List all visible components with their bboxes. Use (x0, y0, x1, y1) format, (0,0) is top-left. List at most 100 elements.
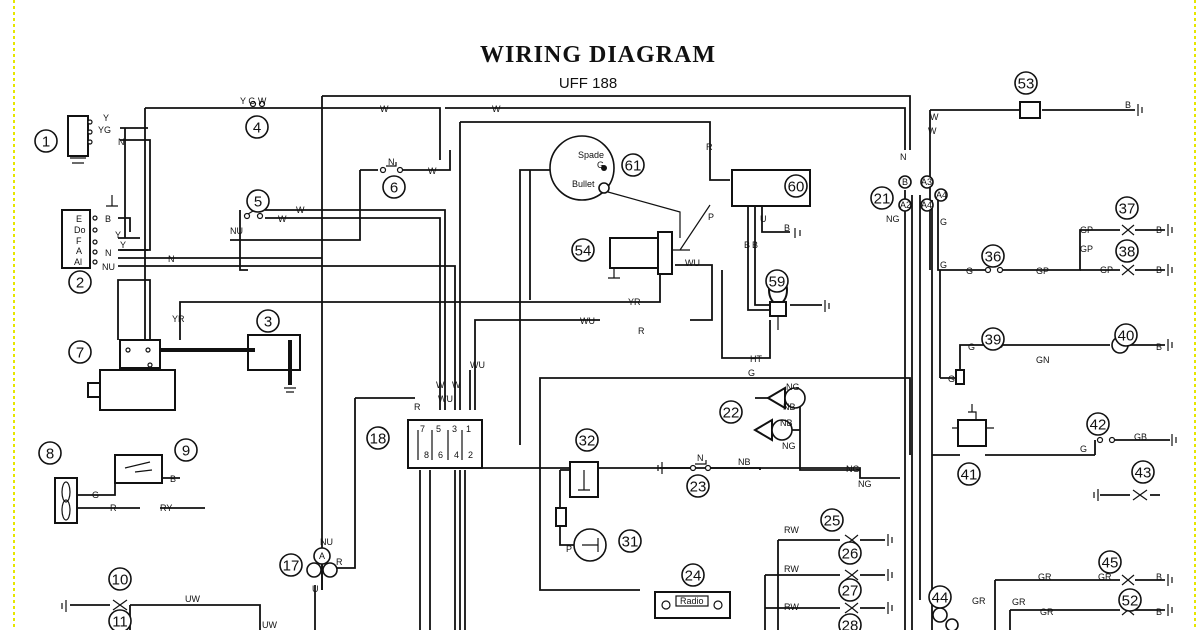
wire-label: B (1156, 572, 1162, 582)
wire-label: RW (784, 564, 799, 574)
wire-label: NU (102, 262, 115, 272)
component-number-52: 52 (1118, 588, 1142, 612)
component-number-label: 59 (769, 274, 786, 291)
wire-label: NB (780, 418, 793, 428)
wire-label: UW (185, 594, 200, 604)
wire-label: G (748, 368, 755, 378)
component-3 (155, 334, 301, 393)
component-6 (379, 162, 404, 174)
wire-label: N (105, 248, 112, 258)
component-23 (657, 460, 712, 474)
wire-label: Do (74, 225, 86, 235)
wire-label: U (312, 584, 319, 594)
wire-label: W (436, 380, 445, 390)
wire-label: G (92, 490, 99, 500)
wire-label: YR (172, 314, 185, 324)
component-number-10: 10 (108, 567, 132, 591)
wire-label: W (296, 205, 305, 215)
component-number-53: 53 (1014, 71, 1038, 95)
wire-label: GR (1040, 607, 1054, 617)
wire-label: W (928, 126, 937, 136)
wire-label: YR (628, 297, 641, 307)
wire-label: WU (438, 394, 453, 404)
wire-label: A (76, 246, 82, 256)
component-number-label: 2 (76, 275, 84, 292)
wire-label: WU (580, 316, 595, 326)
component-number-label: 4 (253, 120, 261, 137)
component-number-label: 44 (932, 590, 949, 607)
component-number-59: 59 (765, 269, 789, 293)
component-number-23: 23 (686, 474, 710, 498)
wire-label: GR (1038, 572, 1052, 582)
wire-label: F (76, 236, 82, 246)
wire-label: GR (972, 596, 986, 606)
component-18 (407, 419, 483, 469)
component-number-28: 28 (838, 613, 862, 630)
component-number-25: 25 (820, 508, 844, 532)
component-number-40: 40 (1114, 323, 1138, 347)
component-10-11 (61, 599, 128, 612)
wire-label: A2 (900, 200, 911, 210)
component-number-label: 54 (575, 243, 592, 260)
wire-label: NU (320, 537, 333, 547)
wire-label: NG (782, 441, 796, 451)
wire-label: WU (470, 360, 485, 370)
diagram-subtitle: UFF 188 (559, 75, 617, 92)
wire-label: WU (685, 258, 700, 268)
component-number-label: 24 (685, 568, 702, 585)
wire-label: NG (858, 479, 872, 489)
component-number-27: 27 (838, 578, 862, 602)
component-8 (54, 477, 78, 524)
wire-label: G (1080, 444, 1087, 454)
component-number-60: 60 (784, 174, 808, 198)
wire-label: A4 (936, 190, 947, 200)
wire-label: N (388, 157, 395, 167)
component-number-label: 60 (788, 179, 805, 196)
wire-label: W (930, 112, 939, 122)
wire-label: GP (1080, 225, 1093, 235)
wire-label: W (492, 104, 501, 114)
wire-label: B (170, 474, 176, 484)
wire-label: Y (115, 230, 121, 240)
component-number-8: 8 (38, 441, 62, 465)
component-number-11: 11 (108, 609, 132, 630)
wire-label: N (168, 254, 175, 264)
component-number-label: 32 (579, 433, 596, 450)
component-number-5: 5 (246, 189, 270, 213)
component-number-42: 42 (1086, 412, 1110, 436)
component-number-44: 44 (928, 585, 952, 609)
wire-label: 5 (436, 424, 441, 434)
component-number-7: 7 (68, 340, 92, 364)
wire-label: R (336, 557, 343, 567)
wire-label: R (706, 142, 713, 152)
component-number-label: 52 (1122, 593, 1139, 610)
wire-label: R (414, 402, 421, 412)
component-number-31: 31 (618, 529, 642, 553)
component-number-label: 11 (112, 614, 128, 630)
component-number-21: 21 (870, 186, 894, 210)
wire-label: G (948, 374, 955, 384)
component-number-label: 21 (874, 191, 891, 208)
wire-label: Y (120, 240, 126, 250)
component-number-36: 36 (981, 244, 1005, 268)
component-2 (61, 195, 118, 269)
component-number-label: 7 (76, 345, 84, 362)
component-number-24: 24 (681, 563, 705, 587)
component-24 (654, 591, 731, 619)
component-number-label: 42 (1090, 417, 1107, 434)
component-1 (67, 115, 93, 164)
wire-label: GP (1080, 244, 1093, 254)
component-number-label: 5 (254, 194, 262, 211)
wire-label: R (110, 503, 117, 513)
wire-label: P (566, 544, 572, 554)
wire-label: 1 (466, 424, 471, 434)
wire-label: RW (784, 525, 799, 535)
wire-label: G (966, 266, 973, 276)
wire-label: N (118, 137, 125, 147)
component-number-label: 61 (625, 158, 642, 175)
wire-label: Y (103, 113, 109, 123)
wire-label: B (1156, 607, 1162, 617)
wire-label: NG (846, 464, 860, 474)
component-53 (608, 204, 711, 279)
